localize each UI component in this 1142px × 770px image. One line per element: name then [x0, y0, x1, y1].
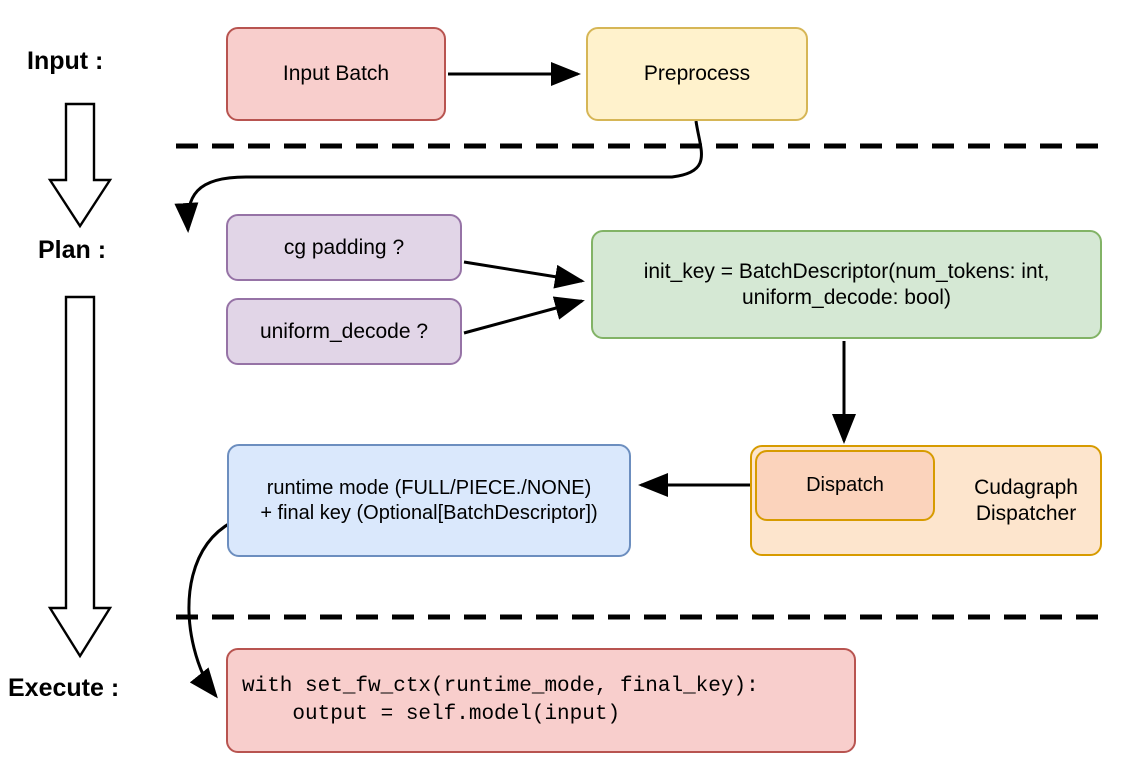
- node-preprocess-label: Preprocess: [643, 62, 751, 86]
- node-dispatch[interactable]: Dispatch: [755, 450, 935, 521]
- stage-label-input: Input :: [27, 47, 104, 75]
- node-runtime-mode-label: runtime mode (FULL/PIECE./NONE) + final …: [260, 477, 598, 524]
- flow-arrow-plan-to-execute: [47, 295, 113, 659]
- node-execute-code[interactable]: with set_fw_ctx(runtime_mode, final_key)…: [226, 648, 856, 753]
- edge-uniform-decode-to-init-key: [463, 296, 585, 335]
- node-uniform-decode[interactable]: uniform_decode ?: [226, 298, 462, 365]
- node-input-batch-label: Input Batch: [282, 62, 390, 86]
- stage-label-plan: Plan :: [38, 236, 107, 264]
- node-dispatch-label: Dispatch: [806, 474, 884, 497]
- edge-cg-padding-to-init-key: [463, 260, 585, 289]
- node-input-batch[interactable]: Input Batch: [226, 27, 446, 121]
- node-cudagraph-dispatcher-label: Cudagraph Dispatcher: [974, 475, 1078, 525]
- flow-arrow-input-to-plan: [47, 102, 113, 229]
- node-init-key[interactable]: init_key = BatchDescriptor(num_tokens: i…: [591, 230, 1102, 339]
- node-cg-padding-label: cg padding ?: [283, 235, 405, 259]
- node-preprocess[interactable]: Preprocess: [586, 27, 808, 121]
- node-runtime-mode[interactable]: runtime mode (FULL/PIECE./NONE) + final …: [227, 444, 631, 557]
- node-uniform-decode-label: uniform_decode ?: [259, 319, 429, 343]
- node-execute-code-label: with set_fw_ctx(runtime_mode, final_key)…: [242, 674, 759, 726]
- stage-label-execute: Execute :: [8, 674, 120, 702]
- node-cg-padding[interactable]: cg padding ?: [226, 214, 462, 281]
- node-init-key-label: init_key = BatchDescriptor(num_tokens: i…: [643, 259, 1050, 309]
